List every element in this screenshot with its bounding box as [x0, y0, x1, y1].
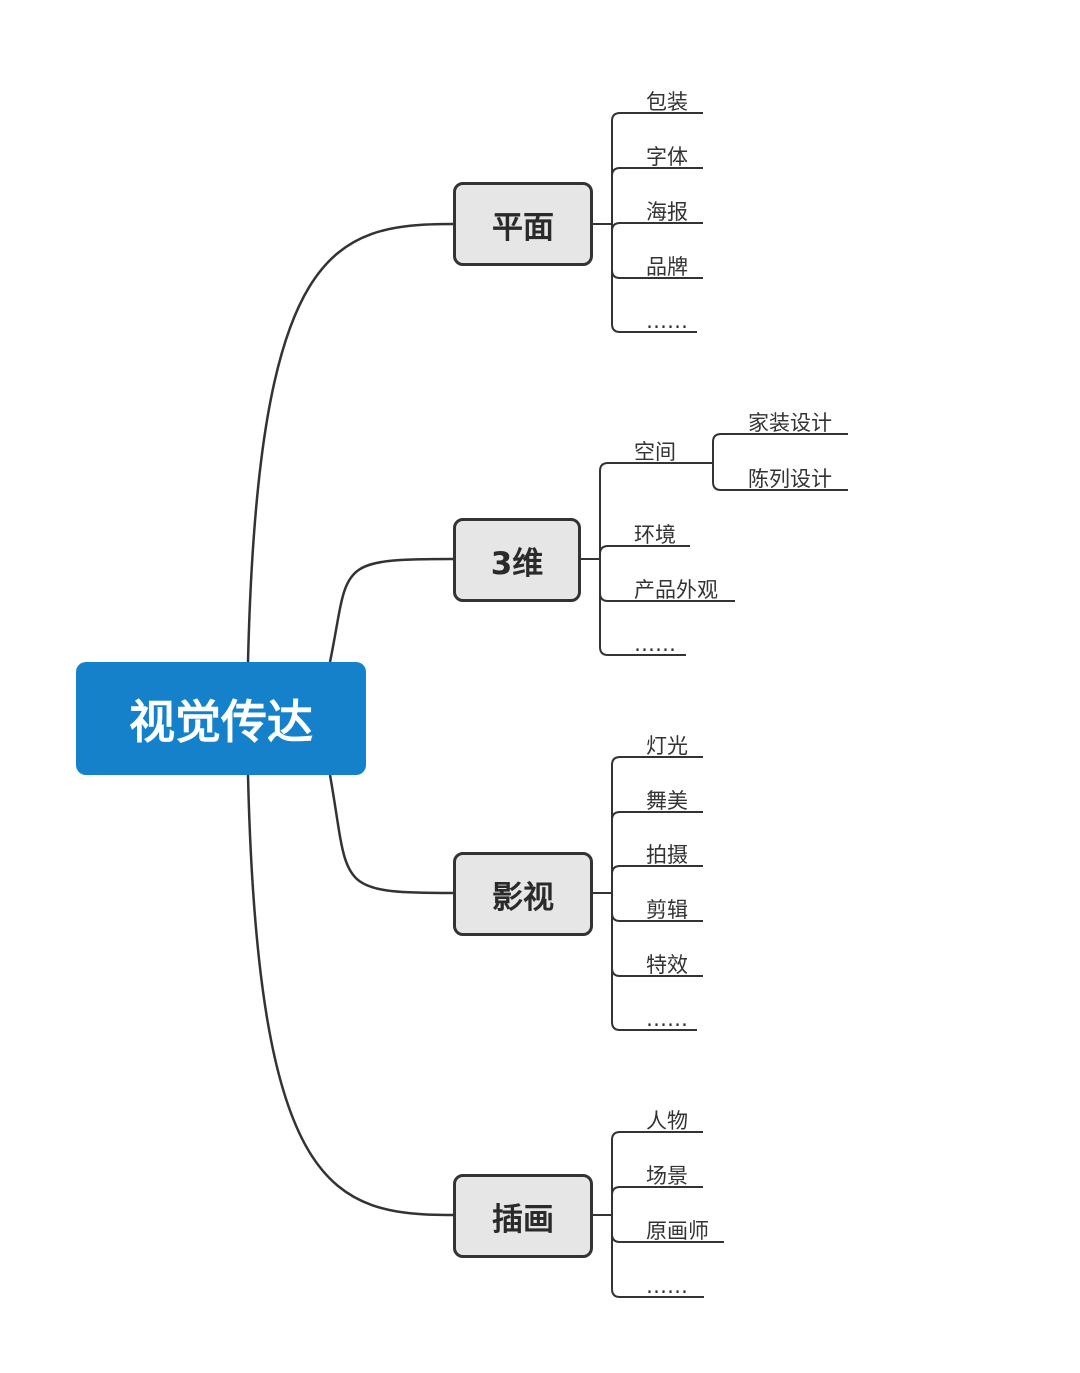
leaf-node[interactable]: 环境: [634, 523, 676, 547]
leaf-node[interactable]: 字体: [646, 145, 688, 169]
branch-2-leaf-line: [611, 912, 703, 922]
leaf-node[interactable]: 灯光: [646, 734, 688, 758]
branch-0-leaf-line: [611, 167, 703, 177]
leaf-node[interactable]: 剪辑: [646, 898, 688, 922]
branch-3-leaf-line: [611, 1131, 703, 1141]
leaf-node[interactable]: 拍摄: [646, 843, 688, 867]
branch-1-leaf-line: [599, 592, 735, 602]
leaf-node[interactable]: 特效: [646, 953, 688, 977]
leaf-node[interactable]: ……: [646, 1007, 688, 1031]
sub-leaf-line: [712, 433, 848, 443]
branch-2-leaf-line: [611, 1021, 697, 1031]
main-branch-curve: [328, 774, 454, 895]
branch-3-leaf-line: [611, 1233, 724, 1243]
branch-2-leaf-line: [611, 967, 703, 977]
leaf-node[interactable]: 包装: [646, 90, 688, 114]
branch-3-leaf-line: [611, 1288, 704, 1298]
branch-node[interactable]: 3维: [453, 518, 581, 602]
branch-2-leaf-line: [611, 756, 703, 766]
root-node[interactable]: 视觉传达: [76, 662, 366, 775]
sub-leaf-node[interactable]: 陈列设计: [748, 467, 832, 491]
branch-3-leaf-line: [611, 1186, 703, 1196]
leaf-node[interactable]: 空间: [634, 440, 676, 464]
sub-leaf-node[interactable]: 家装设计: [748, 411, 832, 435]
main-branch-curve: [246, 774, 454, 1217]
branch-2-leaf-line: [611, 865, 703, 875]
leaf-node[interactable]: ……: [634, 632, 676, 656]
leaf-node[interactable]: ……: [646, 1274, 688, 1298]
leaf-node[interactable]: 海报: [646, 200, 688, 224]
sub-leaf-line: [712, 481, 848, 491]
branch-node[interactable]: 影视: [453, 852, 593, 936]
branch-0-leaf-line: [611, 323, 697, 333]
leaf-node[interactable]: 人物: [646, 1109, 688, 1133]
branch-1-leaf-line: [599, 545, 690, 555]
leaf-node[interactable]: 场景: [646, 1164, 688, 1188]
branch-node[interactable]: 平面: [453, 182, 593, 266]
branch-1-leaf-line: [599, 646, 686, 656]
leaf-node[interactable]: 品牌: [646, 255, 688, 279]
leaf-node[interactable]: 产品外观: [634, 578, 718, 602]
leaf-node[interactable]: 舞美: [646, 789, 688, 813]
main-branch-curve: [328, 557, 454, 663]
branch-0-leaf-line: [611, 269, 703, 279]
leaf-node[interactable]: 原画师: [646, 1219, 709, 1243]
branch-node[interactable]: 插画: [453, 1174, 593, 1258]
branch-1-leaf-line: [599, 462, 713, 472]
leaf-node[interactable]: ……: [646, 309, 688, 333]
branch-0-leaf-line: [611, 222, 703, 232]
branch-2-leaf-line: [611, 811, 703, 821]
branch-0-leaf-line: [611, 112, 703, 122]
main-branch-curve: [246, 222, 454, 663]
